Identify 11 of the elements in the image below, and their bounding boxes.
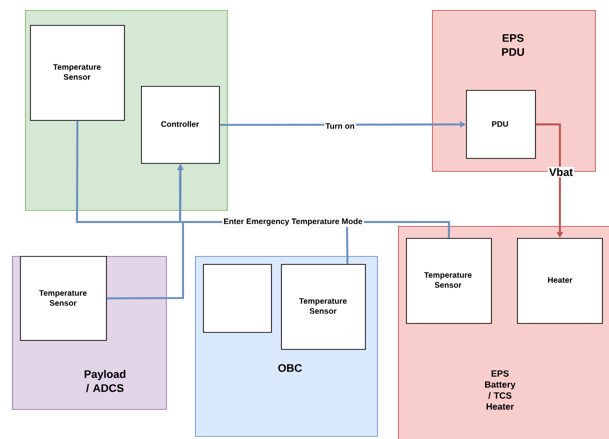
edge-label: Enter Emergency Temperature Mode [222, 216, 364, 228]
sensor-box: Temperature Sensor [406, 238, 492, 324]
heater-box: Heater [517, 238, 603, 324]
sensor-box: Temperature Sensor [20, 256, 107, 341]
edge-label: Turn on [324, 122, 356, 130]
sensor-box: Temperature Sensor [281, 264, 366, 350]
module-box [203, 264, 272, 333]
edge-label: Vbat [548, 166, 574, 178]
sensor-box: Temperature Sensor [30, 25, 125, 121]
controller-box: Controller [141, 86, 220, 164]
pdu-box: PDU [466, 90, 536, 159]
